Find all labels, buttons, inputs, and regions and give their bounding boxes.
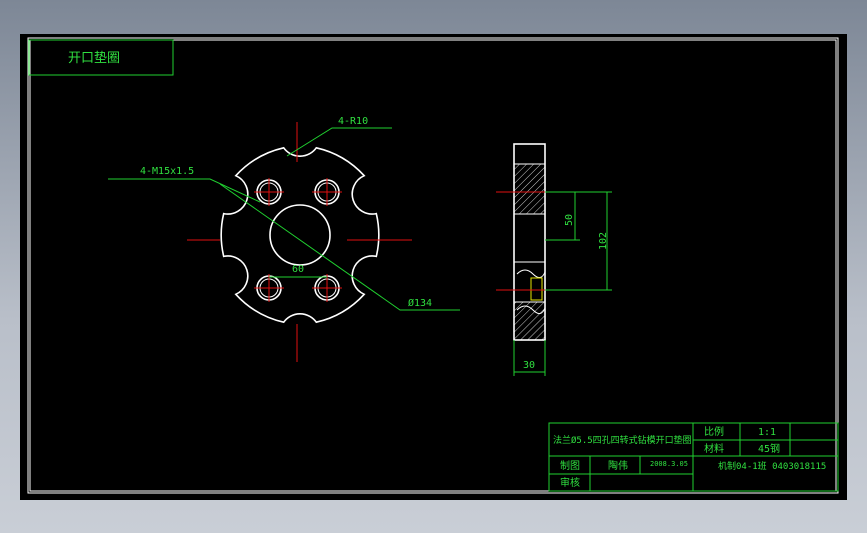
scale-label: 比例 [704, 425, 724, 438]
outer-border [27, 37, 839, 494]
title-block: 法兰Ø5.5四孔四转式钻模开口垫圈 比例 1:1 材料 45钢 制图 陶伟 20… [548, 422, 839, 492]
material-value: 45钢 [758, 442, 780, 455]
side-hatch-upper [514, 164, 545, 214]
leader-thread [108, 178, 261, 203]
leader-d134 [219, 183, 460, 311]
header-tab-box [28, 39, 174, 76]
dim-60: 60 [292, 264, 304, 275]
drawn-by: 陶伟 [608, 459, 628, 472]
checked-label: 审核 [560, 476, 580, 489]
dim-thread: 4-M15x1.5 [140, 166, 194, 177]
header-tab-text: 开口垫圈 [68, 50, 120, 66]
scale-value: 1:1 [758, 427, 776, 438]
front-view: 4-R10 4-M15x1.5 60 Ø134 [108, 116, 460, 362]
cad-viewport[interactable]: 开口垫圈 4-R10 4-M15x1.5 60 [20, 34, 847, 500]
dim-30: 30 [523, 360, 535, 371]
class-code: 机制04-1班 0403018115 [718, 460, 826, 472]
thread-marker [530, 277, 543, 301]
drawing-canvas: 开口垫圈 4-R10 4-M15x1.5 60 [27, 37, 839, 494]
side-break-1 [516, 269, 546, 278]
side-view: 50 102 30 [496, 143, 612, 376]
washer-outline [220, 146, 380, 324]
side-hatch-lower [514, 302, 545, 340]
dim-d134: Ø134 [408, 297, 432, 309]
dim-50: 50 [564, 214, 575, 226]
drawing-name: 法兰Ø5.5四孔四转式钻模开口垫圈 [553, 434, 692, 446]
inner-border [29, 39, 837, 492]
center-bore [269, 204, 331, 266]
material-label: 材料 [704, 442, 724, 455]
dim-102: 102 [598, 232, 609, 250]
leader-r10 [286, 127, 392, 157]
drawn-date: 2008.3.05 [650, 460, 688, 468]
dim-r10: 4-R10 [338, 116, 368, 127]
drawn-label: 制图 [560, 459, 580, 472]
